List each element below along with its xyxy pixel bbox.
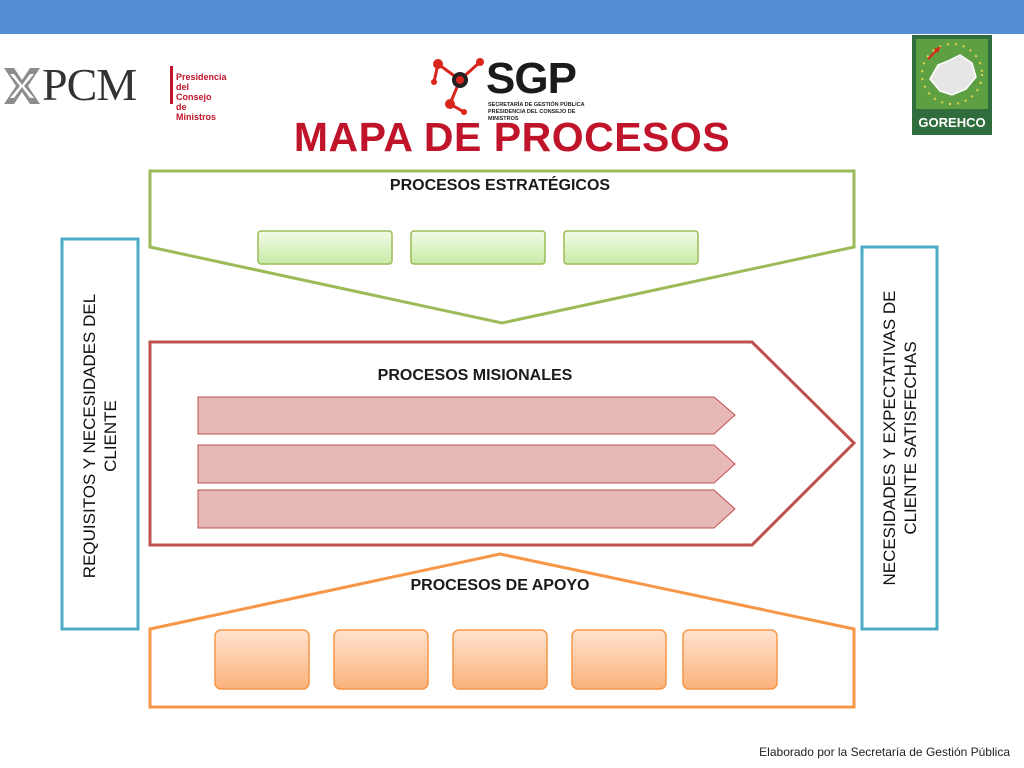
pcm-divider: [170, 66, 173, 104]
sgp-logo: SGP SECRETARÍA DE GESTIÓN PÚBLICA PRESID…: [428, 52, 598, 122]
support-process-shape: [148, 552, 856, 709]
strategic-process-box: [563, 230, 699, 265]
pcm-subtitle: Presidencia del Consejo de Ministros: [176, 72, 227, 122]
support-process-box: [214, 629, 310, 690]
strategic-process-label: PROCESOS ESTRATÉGICOS: [389, 177, 611, 194]
output-satisfaction-box: [860, 245, 939, 631]
output-satisfaction-label: NECESIDADES Y EXPECTATIVAS DE CLIENTE SA…: [880, 290, 920, 586]
slide-footer: Elaborado por la Secretaría de Gestión P…: [759, 745, 1010, 759]
missional-process-arrow: [197, 489, 736, 529]
input-requirements-box: [60, 237, 140, 631]
support-process-box: [452, 629, 548, 690]
sgp-wordmark: SGP: [486, 54, 577, 103]
gorehco-label: GOREHCO: [918, 115, 986, 130]
top-bar: [0, 0, 1024, 34]
pcm-logo: PCM Presidencia del Consejo de Ministros: [2, 59, 227, 122]
gorehco-logo: GOREHCO: [912, 35, 992, 135]
missional-process-label: PROCESOS MISIONALES: [377, 367, 573, 384]
pcm-mark-icon: [4, 68, 40, 104]
strategic-process-box: [410, 230, 546, 265]
pcm-wordmark: PCM: [42, 59, 137, 110]
sgp-network-icon: [431, 58, 484, 115]
strategic-process-box: [257, 230, 393, 265]
support-process-box: [571, 629, 667, 690]
sgp-subtitle: SECRETARÍA DE GESTIÓN PÚBLICA PRESIDENCI…: [488, 102, 585, 122]
missional-process-arrow: [197, 396, 736, 435]
support-process-label: PROCESOS DE APOYO: [410, 577, 590, 594]
slide-title: MAPA DE PROCESOS: [293, 114, 731, 160]
strategic-process-shape: [148, 169, 856, 325]
support-process-box: [682, 629, 778, 690]
missional-process-arrow: [197, 444, 736, 484]
input-requirements-label: REQUISITOS Y NECESIDADES DEL CLIENTE: [80, 293, 120, 579]
support-process-box: [333, 629, 429, 690]
missional-process-shape: [148, 340, 857, 547]
region-map-icon: [916, 39, 988, 109]
